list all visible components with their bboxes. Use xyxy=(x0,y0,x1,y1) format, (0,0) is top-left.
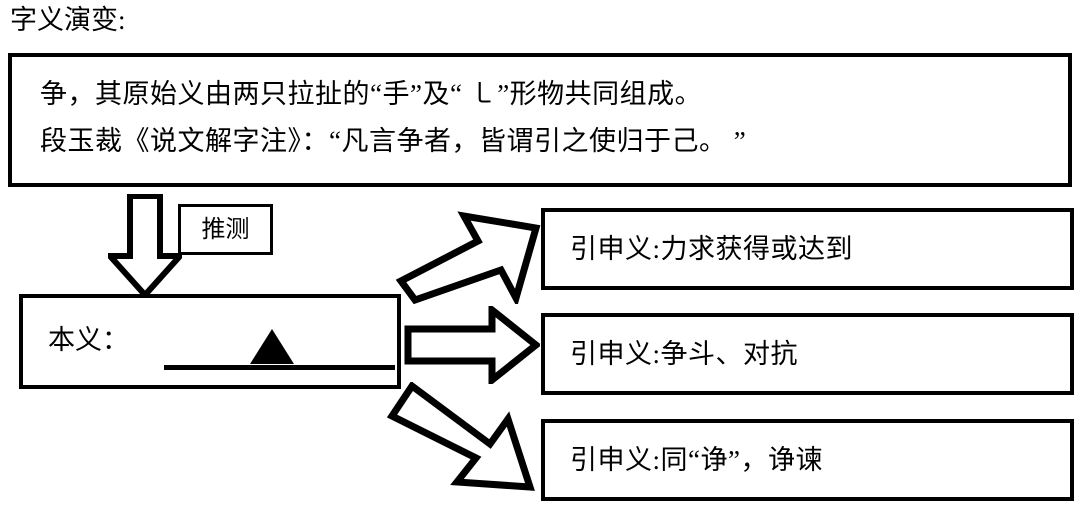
definition-box: 争，其原始义由两只拉扯的“手”及“ ㇄”形物共同组成。 段玉裁《说文解字注》：“… xyxy=(8,53,1072,187)
extended-meaning-text-2: 引申义:争斗、对抗 xyxy=(570,339,799,369)
definition-line-2: 段玉裁《说文解字注》：“凡言争者，皆谓引之使归于己。 ” xyxy=(40,126,747,156)
arrow-up-right-icon xyxy=(396,206,542,304)
extended-meaning-box-2: 引申义:争斗、对抗 xyxy=(541,313,1074,395)
original-meaning-box: 本义： xyxy=(19,294,401,389)
extended-meaning-box-3: 引申义:同“诤”，诤谏 xyxy=(541,419,1074,501)
original-meaning-label: 本义： xyxy=(48,325,129,355)
extended-meaning-text-1: 引申义:力求获得或达到 xyxy=(570,234,854,264)
arrow-down-right-icon xyxy=(382,382,548,494)
definition-text: 争，其原始义由两只拉扯的“手”及“ ㇄”形物共同组成。 段玉裁《说文解字注》：“… xyxy=(40,71,1062,165)
filled-triangle-marker-icon xyxy=(250,329,294,364)
definition-line-1: 争，其原始义由两只拉扯的“手”及“ ㇄”形物共同组成。 xyxy=(40,79,703,109)
inference-label: 推测 xyxy=(201,216,250,243)
original-meaning-blank[interactable] xyxy=(164,365,395,370)
original-meaning-content: 本义： xyxy=(48,316,395,385)
down-block-arrow-icon xyxy=(108,194,182,298)
extended-meaning-text-3: 引申义:同“诤”，诤谏 xyxy=(570,445,823,475)
inference-label-box: 推测 xyxy=(178,204,273,255)
extended-meaning-box-1: 引申义:力求获得或达到 xyxy=(541,208,1074,290)
page-title: 字义演变: xyxy=(10,5,126,35)
arrow-right-icon xyxy=(404,306,540,384)
